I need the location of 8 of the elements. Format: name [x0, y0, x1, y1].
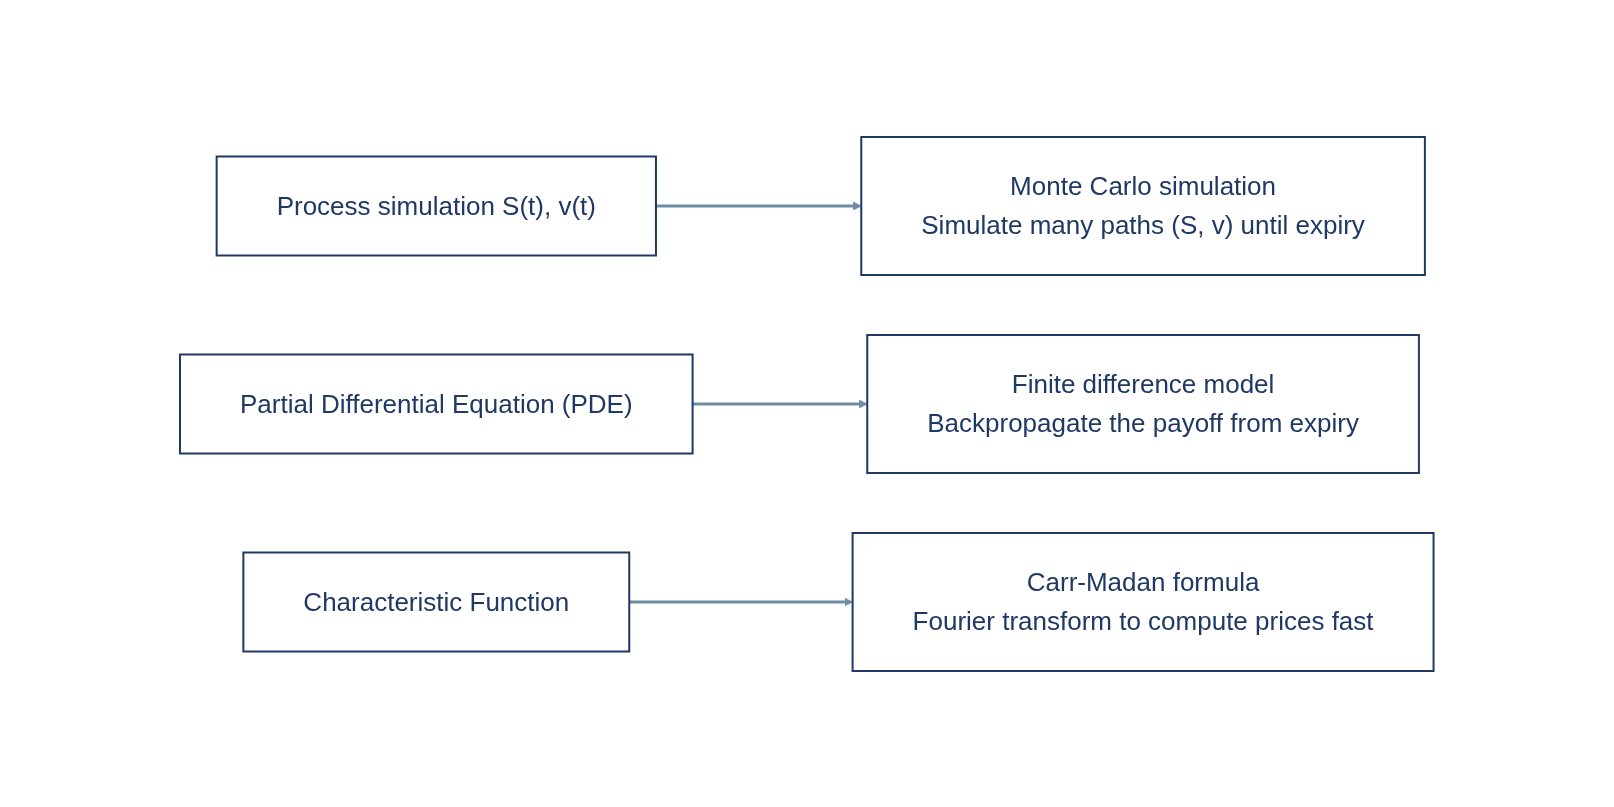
arrow — [692, 399, 868, 408]
node-box: Partial Differential Equation (PDE) — [179, 353, 694, 454]
node-box: Finite difference model Backpropagate the payoff from expiry — [866, 333, 1421, 474]
node-box: Characteristic Function — [242, 551, 631, 652]
node-box: Process simulation S(t), v(t) — [215, 155, 658, 256]
arrow — [656, 201, 862, 210]
node-box: Carr-Madan formula Fourier transform to compute prices fast — [851, 531, 1435, 672]
node-box: Monte Carlo simulation Simulate many paths (S, v) until expiry — [860, 135, 1427, 276]
